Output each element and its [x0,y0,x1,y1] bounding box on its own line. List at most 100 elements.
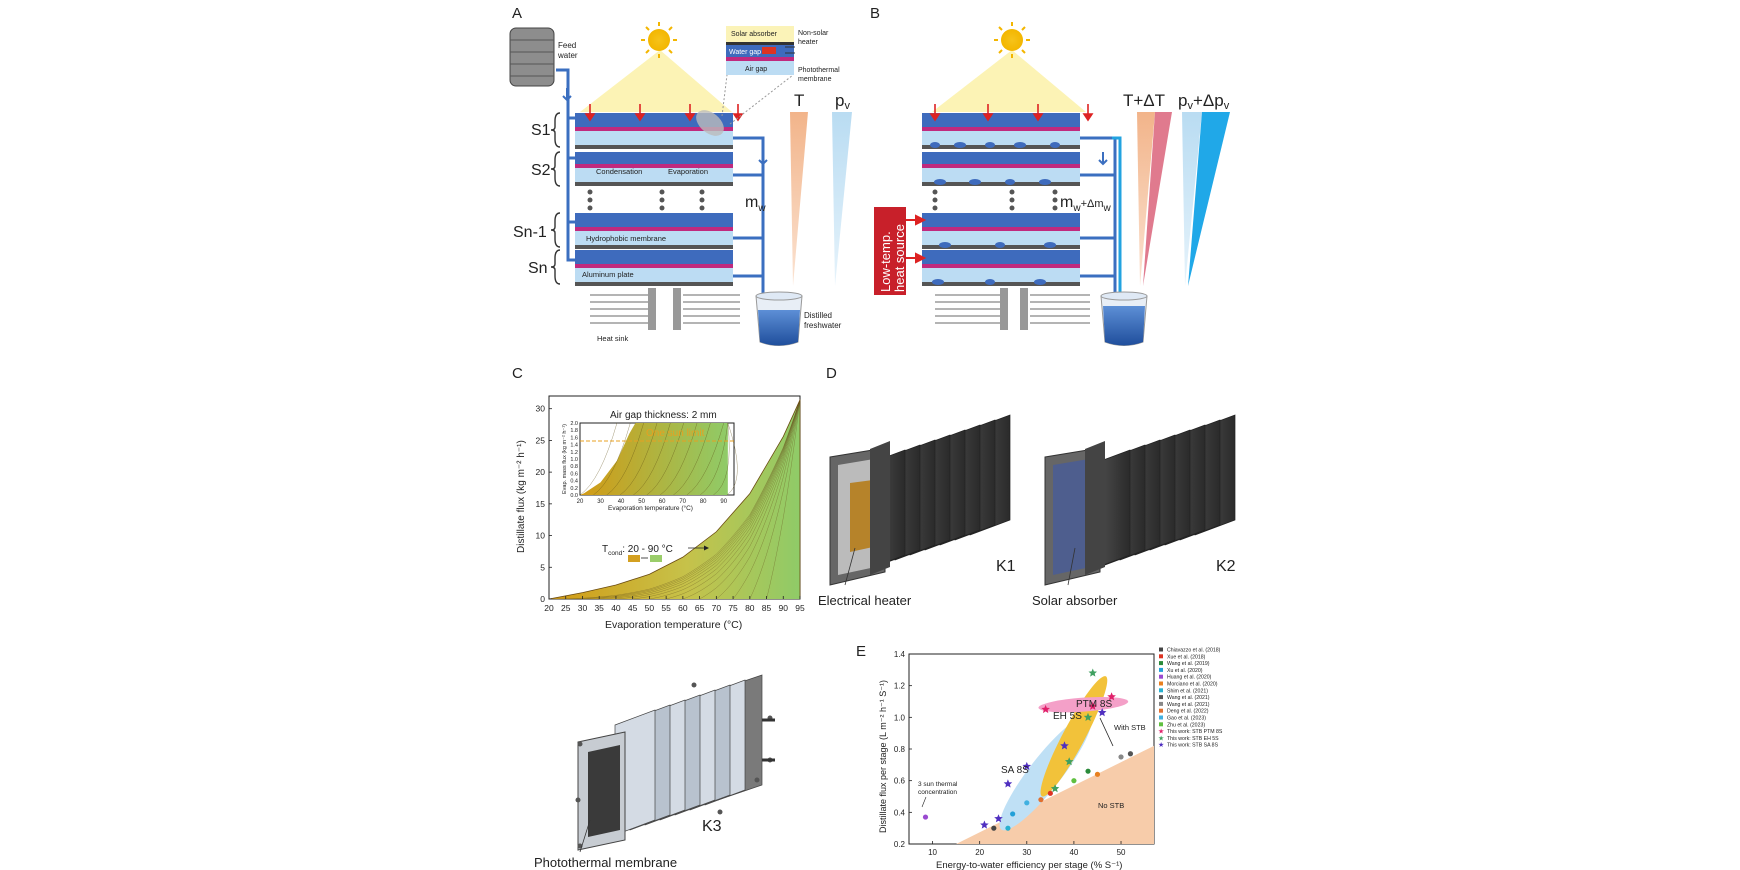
flux-curve [599,399,801,600]
legend-marker [1159,647,1163,652]
data-point-star [1060,741,1069,750]
feed-water-tank [509,27,555,87]
legend-entry: Shim et al. (2021) [1167,688,1208,694]
data-point [1010,811,1016,817]
distilled-cup-b [1100,291,1148,346]
inset-x-tick-label: 20 [577,499,584,505]
legend-entry: Wang et al. (2021) [1167,695,1210,701]
light-cone-a [580,50,732,112]
one-sun-label: One sun limit [646,428,705,439]
flux-curve [615,399,801,600]
electrical-heater-label: Electrical heater [818,593,912,608]
x-tick-label: 70 [712,603,722,613]
membrane-pointer [579,819,591,853]
mw-label-b: mw+Δmw [1060,194,1112,214]
heat-source-label: Low-temp.heat source [878,224,907,292]
legend-entry: Xu et al. (2020) [1167,668,1203,674]
legend-entry: This work: STB SA 8S [1167,743,1219,749]
condensation-label: Condensation [596,167,642,176]
panel-e-letter: E [856,643,866,660]
legend-marker [1159,708,1163,713]
inset-y-tick-label: 1.8 [570,428,578,434]
inset-x-tick-label: 30 [597,499,604,505]
chart-e-points [922,668,1134,831]
e-x-tick-label: 20 [975,848,984,857]
inset-y-tick-label: 0.4 [570,479,578,485]
legend-marker: ★ [1158,734,1164,742]
x-tick-label: 95 [795,603,805,613]
ptm-region [1038,697,1129,713]
legend-entry: Morciano et al. (2020) [1167,682,1218,688]
x-tick-label: 85 [762,603,772,613]
e-x-tick-label: 10 [928,848,937,857]
feed-pipe [556,68,578,262]
x-tick-label: 90 [779,603,789,613]
x-tick-label: 30 [578,603,588,613]
stage-s2-label: S2 [531,162,551,179]
with-stb-label: With STB [1114,723,1146,732]
no-stb-label: No STB [1098,801,1124,810]
inset-y-tick-label: 1.0 [570,457,578,463]
temperature-wedge-a [790,112,808,286]
legend-marker [1159,667,1163,672]
legend-marker [1159,701,1163,706]
mw-label-a: mw [745,194,766,214]
x-tick-label: 40 [611,603,621,613]
data-point-star [980,820,989,829]
flux-curve [632,399,801,600]
data-point [922,814,929,820]
inset-curve [673,422,711,496]
y-tick-label: 25 [536,435,546,445]
stage-stack-b [922,113,1080,286]
legend-entry: This work: STB PTM 8S [1167,729,1223,735]
chart-e-yticks: 0.20.40.60.81.01.21.4 [894,650,912,849]
inset-curve [646,422,684,496]
e-y-tick-label: 1.4 [894,650,906,659]
data-point-star [1050,784,1060,793]
legend-marker [1159,661,1163,666]
chart-c-area [549,399,800,599]
tcond-arrowhead [704,545,709,551]
chart-c-inset-xlabel: Evaporation temperature (°C) [608,504,693,512]
inset-curve [606,422,644,496]
inset-x-tick-label: 90 [720,499,727,505]
legend-entry: Chiavazzo et al. (2018) [1167,648,1221,654]
x-tick-label: 35 [594,603,604,613]
panel-b-letter: B [870,5,880,22]
sun-conc-pointer [921,796,927,808]
light-cone-b [932,50,1086,112]
chart-c-inset-lines [579,422,738,496]
inset-x-tick-label: 80 [700,499,707,505]
chart-c-xlabel: Evaporation temperature (°C) [605,619,742,631]
legend-entry: Deng et al. (2022) [1167,709,1209,715]
t-label-a: T [794,91,804,110]
e-y-tick-label: 1.2 [894,682,906,691]
chart-c-lines [548,399,801,600]
panel-a-letter: A [512,5,522,22]
data-point-star [1064,757,1074,766]
flux-curve [649,399,801,600]
solar-absorber-label: Solar absorber [1032,593,1118,608]
sun-arrows-a [584,104,744,122]
x-tick-label: 45 [628,603,638,613]
inset-air-gap: Air gap [745,66,767,73]
legend-marker [1159,722,1163,727]
dots-a [587,189,705,211]
x-tick-label: 50 [645,603,655,613]
legend-marker [1159,688,1163,693]
stage-sn-label: Sn [528,260,548,277]
legend-marker [1159,681,1163,686]
pressure-wedge-a [832,112,852,286]
outlet-pipe-b-extra [1112,136,1122,300]
inset-y-tick-label: 0.0 [570,493,578,499]
heat-sink-b [935,288,1090,330]
pressure-wedge-b [1182,112,1202,286]
